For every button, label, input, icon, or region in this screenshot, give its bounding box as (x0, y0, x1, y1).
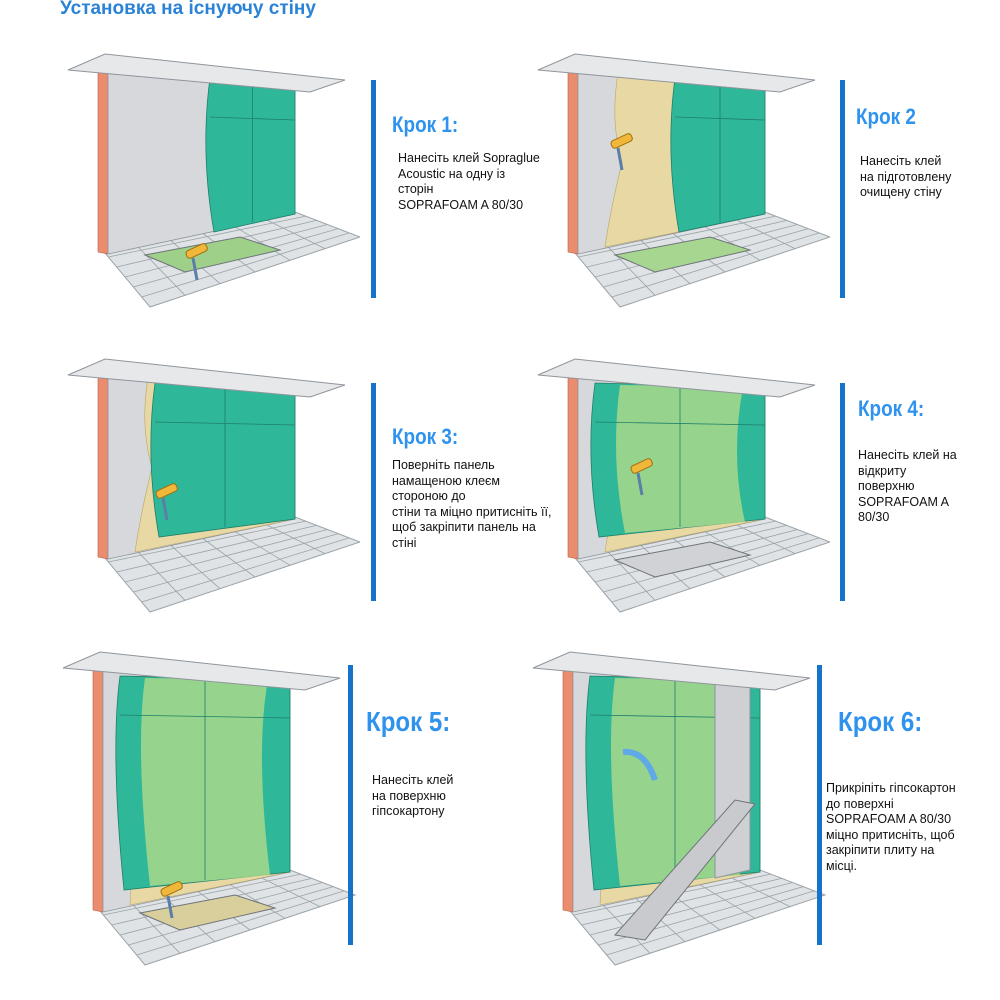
panel-on-floor (613, 236, 752, 273)
panel-on-floor (138, 894, 277, 931)
step-6-text: Прикріпіть гіпсокартон до поверхні SOPRA… (826, 781, 956, 874)
brick-wall-edge (92, 669, 104, 913)
roller-handle (616, 147, 624, 171)
paint-roller-icon (160, 881, 183, 897)
text-line: стіні (392, 535, 417, 550)
roof-slab (67, 358, 346, 398)
roller-handle (191, 257, 199, 281)
step-6-heading: Крок 6: (838, 706, 923, 737)
step-5-divider (348, 665, 353, 945)
step-1-illustration (67, 53, 360, 308)
text-line: Прикріпіть гіпсокартон (826, 781, 956, 795)
text-line: на підготовлену (860, 169, 952, 184)
step-3-divider (371, 383, 376, 601)
step-3-text: Поверніть панель намащеною клеєм стороно… (392, 458, 551, 551)
step-6-divider (817, 665, 822, 945)
step-4-divider (840, 383, 845, 601)
step-3-illustration (67, 358, 360, 613)
text-line: міцно притисніть, щоб (826, 827, 955, 842)
brick-wall-edge (567, 71, 579, 255)
text-line: закріпити плиту на (826, 843, 935, 857)
floor-tile-line (262, 217, 326, 250)
roof-slab (532, 651, 811, 691)
step-1-heading: Крок 1: (392, 112, 459, 137)
panel-joint (674, 116, 766, 121)
paint-roller-icon (155, 483, 178, 499)
step-1-text: Нанесіть клей Sopraglue Acoustic на одну… (398, 151, 540, 213)
panel-joint (154, 421, 296, 426)
text-line: намащеною клеєм (392, 473, 501, 488)
paint-roller-icon (185, 243, 208, 259)
text-line: Acoustic на одну із (398, 166, 506, 181)
roof-slab (62, 651, 341, 691)
text-line: відкриту (858, 463, 907, 478)
text-line: поверхню (858, 479, 915, 493)
curved-arrow-icon (622, 748, 658, 782)
soprafoam-panels (150, 382, 296, 538)
soprafoam-panels (205, 77, 296, 233)
step-2-text: Нанесіть клей на підготовлену очищену ст… (860, 154, 951, 201)
step-5-heading: Крок 5: (366, 706, 451, 737)
brick-wall-edge (97, 71, 109, 255)
step-5-illustration (62, 651, 357, 966)
panel-joint (119, 714, 291, 719)
soprafoam-panels (670, 77, 766, 233)
brick-wall-edge (562, 669, 574, 913)
text-line: сторін (398, 182, 434, 196)
roof-slab (67, 53, 346, 93)
floor-tile-line (727, 875, 791, 908)
gypsum-board-tilted (614, 799, 756, 941)
paint-roller-icon (630, 458, 653, 474)
floor-tile-line (262, 522, 326, 555)
step-5-text: Нанесіть клей на поверхню гіпсокартону (372, 773, 453, 820)
text-line: SOPRAFOAM A 80/30 (826, 812, 952, 826)
text-line: до поверхні (826, 796, 894, 811)
text-line: 80/30 (858, 510, 890, 524)
text-line: місці. (826, 858, 858, 873)
step-2-illustration (537, 53, 830, 308)
step-6-illustration (532, 651, 827, 966)
step-4-text: Нанесіть клей на відкриту поверхню SOPRA… (858, 448, 957, 526)
floor-tile-line (257, 875, 321, 908)
panel-on-floor (143, 236, 282, 273)
panel-joint (594, 421, 766, 426)
roof-slab (537, 358, 816, 398)
brick-wall-edge (567, 376, 579, 560)
step-4-heading: Крок 4: (858, 396, 925, 421)
step-1-divider (371, 80, 376, 298)
page-title: Установка на існуючу стіну (60, 0, 316, 19)
text-line: Нанесіть клей Sopraglue (398, 151, 540, 165)
panel-joint (209, 116, 296, 121)
roller-handle (636, 472, 644, 496)
text-line: гіпсокартону (372, 804, 445, 818)
text-line: очищену стіну (860, 185, 942, 199)
text-line: на поверхню (372, 788, 446, 803)
floor-tile-line (732, 217, 796, 250)
roller-handle (166, 895, 174, 919)
floor-tile-line (732, 522, 796, 555)
step-3-heading: Крок 3: (392, 424, 459, 449)
roller-handle (161, 497, 169, 521)
text-line: Нанесіть клей (860, 154, 942, 168)
text-line: Нанесіть клей (372, 773, 454, 787)
text-line: Поверніть панель (392, 458, 495, 472)
glue-on-panels (141, 678, 270, 886)
text-line: SOPRAFOAM A (858, 494, 949, 509)
glue-on-panels (616, 385, 745, 533)
paint-roller-icon (610, 133, 633, 149)
text-line: SOPRAFOAM A 80/30 (398, 197, 524, 212)
text-line: стіни та міцно притисніть її, (392, 504, 552, 519)
step-2-heading: Крок 2 (856, 104, 916, 129)
text-line: стороною до (392, 489, 466, 503)
text-line: щоб закріпити панель на (392, 520, 536, 534)
step-2-divider (840, 80, 845, 298)
panel-on-floor (613, 541, 752, 578)
text-line: Нанесіть клей на (858, 448, 957, 462)
step-4-illustration (537, 358, 830, 613)
brick-wall-edge (97, 376, 109, 560)
gypsum-board (714, 679, 751, 879)
roof-slab (537, 53, 816, 93)
